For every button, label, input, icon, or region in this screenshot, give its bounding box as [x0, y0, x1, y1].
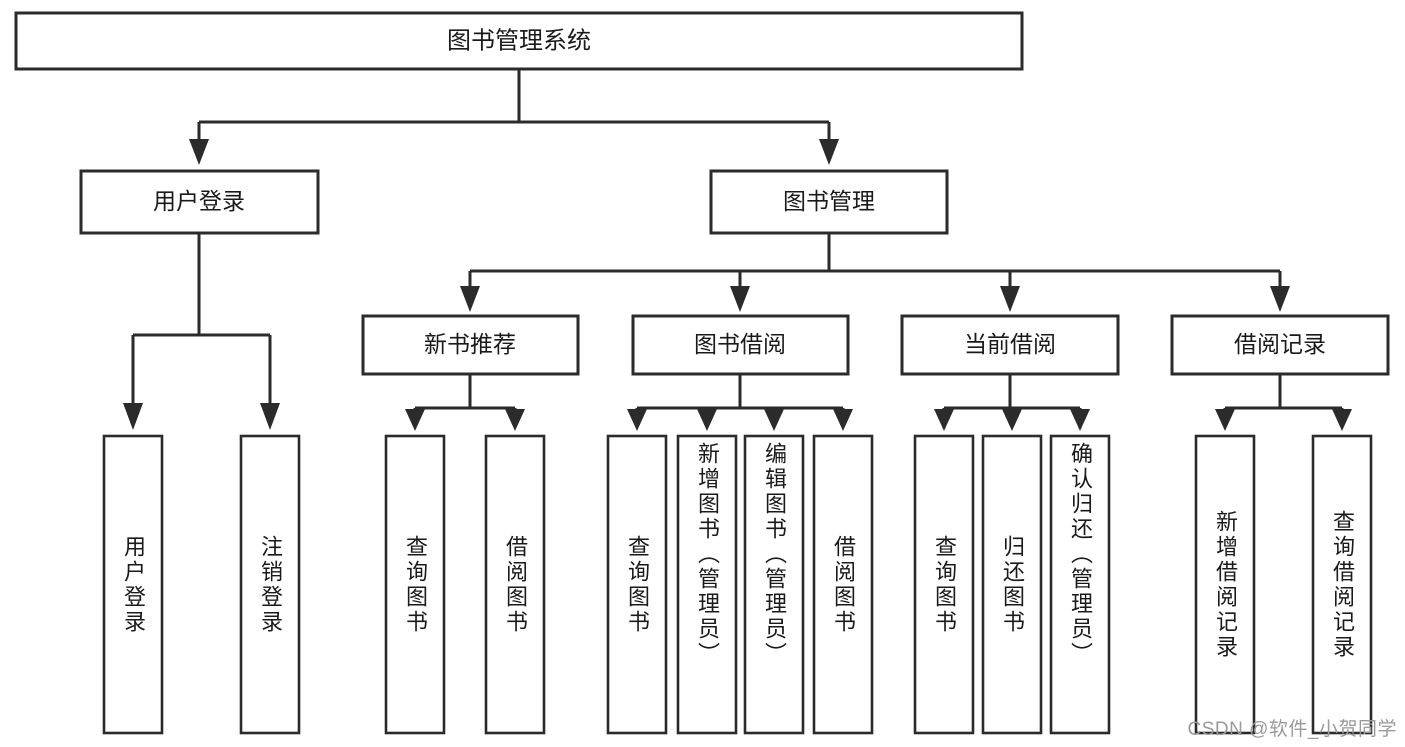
- leaf-box-query-book-3[interactable]: [913, 434, 975, 735]
- leaf-box-logout[interactable]: [239, 434, 301, 735]
- node-user-login-label: 用户登录: [153, 188, 245, 214]
- leaf-box-return-book[interactable]: [981, 434, 1043, 735]
- arrowhead-leaf-add-book: [697, 409, 717, 431]
- node-current-borrow-box[interactable]: [900, 314, 1120, 376]
- leaf-box-borrow-book-1[interactable]: [484, 434, 546, 735]
- watermark-text: CSDN @软件_小贺同学: [1187, 719, 1397, 740]
- arrowhead-leaf-logout: [260, 403, 280, 430]
- arrowhead-leaf-query-book-3: [934, 409, 954, 431]
- node-borrow-record-box[interactable]: [1170, 314, 1390, 376]
- node-new-book-recommend-label: 新书推荐: [424, 331, 516, 357]
- arrowhead-leaf-borrow-book-1: [505, 409, 525, 431]
- leaf-box-query-book-1[interactable]: [384, 434, 446, 735]
- node-current-borrow-label: 当前借阅: [964, 331, 1056, 357]
- arrowhead-leaf-return-book: [1002, 409, 1022, 431]
- arrowhead-leaf-edit-book: [764, 409, 784, 431]
- node-book-borrow-label: 图书借阅: [694, 331, 786, 357]
- leaf-box-edit-book-admin[interactable]: [743, 434, 805, 735]
- leaf-box-add-book-admin[interactable]: [676, 434, 738, 735]
- leaf-box-query-borrow-record[interactable]: [1311, 434, 1373, 735]
- node-borrow-record-label: 借阅记录: [1234, 331, 1326, 357]
- arrowhead-book-borrow: [730, 286, 750, 312]
- arrowhead-user-login: [189, 139, 209, 165]
- node-book-management-box[interactable]: [709, 169, 949, 235]
- arrowhead-leaf-add-record: [1215, 409, 1235, 431]
- leaf-box-confirm-return-admin[interactable]: [1049, 434, 1111, 735]
- arrowhead-book-mgmt: [819, 139, 839, 165]
- arrowhead-borrow-record: [1270, 286, 1290, 312]
- arrowhead-new-book-rec: [460, 286, 480, 312]
- node-book-borrow-box[interactable]: [631, 314, 850, 376]
- leaf-box-borrow-book-2[interactable]: [812, 434, 874, 735]
- arrowhead-leaf-borrow-book-2: [833, 409, 853, 431]
- arrowhead-leaf-query-book-1: [405, 409, 425, 431]
- arrowhead-leaf-user-login: [123, 403, 143, 430]
- node-new-book-recommend-box[interactable]: [361, 314, 580, 376]
- node-root-label: 图书管理系统: [447, 27, 591, 54]
- arrowhead-leaf-query-book-2: [627, 409, 647, 431]
- arrowhead-current-borrow: [1000, 286, 1020, 312]
- leaf-box-user-login[interactable]: [102, 434, 164, 735]
- node-book-management-label: 图书管理: [783, 188, 875, 214]
- leaf-box-query-book-2[interactable]: [606, 434, 668, 735]
- arrowhead-leaf-confirm-return: [1070, 409, 1090, 431]
- leaf-box-add-borrow-record[interactable]: [1194, 434, 1256, 735]
- node-root-box[interactable]: [14, 11, 1024, 71]
- arrowhead-leaf-query-record: [1332, 409, 1352, 431]
